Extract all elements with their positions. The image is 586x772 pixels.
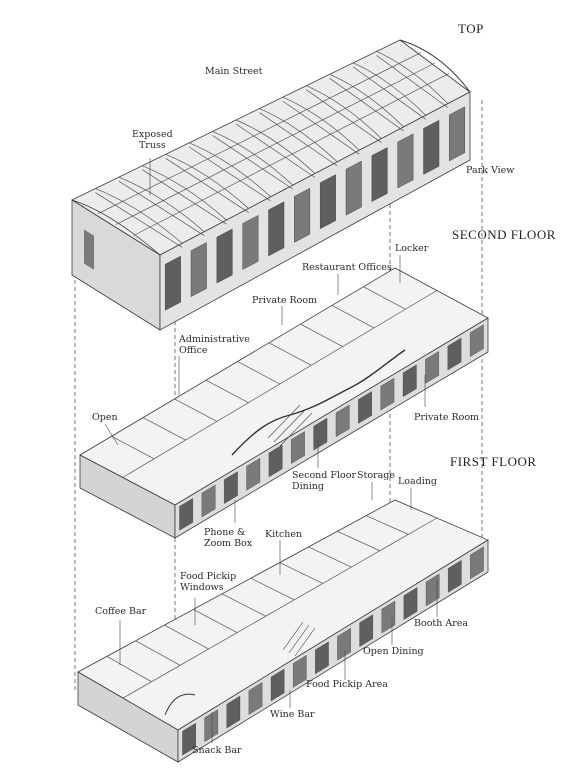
- label-restaurant-offices: Restaurant Offices: [302, 262, 392, 273]
- label-administrative-office: Administrative Office: [179, 334, 250, 356]
- second-floor-block: [79, 267, 489, 539]
- label-storage: Storage: [357, 470, 395, 481]
- top-level-block: [71, 39, 471, 331]
- level-title-first-floor: FIRST FLOOR: [450, 454, 537, 469]
- label-open: Open: [92, 412, 118, 423]
- label-snack-bar: Snack Bar: [192, 745, 242, 756]
- label-exposed-truss: Exposed Truss: [132, 129, 173, 151]
- label-private-room-2: Private Room: [414, 412, 480, 423]
- label-food-pickup-area: Food Pickip Area: [306, 679, 388, 690]
- label-wine-bar: Wine Bar: [270, 709, 315, 720]
- label-main-street: Main Street: [205, 66, 263, 77]
- label-booth-area: Booth Area: [414, 618, 469, 629]
- label-locker: Locker: [395, 243, 429, 254]
- first-floor-block: [77, 499, 489, 763]
- label-loading: Loading: [398, 476, 438, 487]
- level-title-second-floor: SECOND FLOOR: [452, 227, 556, 242]
- label-second-floor-dining: Second Floor Dining: [292, 470, 356, 492]
- label-coffee-bar: Coffee Bar: [95, 606, 147, 617]
- label-open-dining: Open Dining: [363, 646, 424, 657]
- label-park-view: Park View: [466, 165, 515, 176]
- label-private-room: Private Room: [252, 295, 318, 306]
- level-title-top: TOP: [458, 21, 484, 36]
- label-phone-zoom-box: Phone & Zoom Box: [204, 527, 253, 549]
- label-kitchen: Kitchen: [265, 529, 303, 540]
- label-food-pickup-windows: Food Pickip Windows: [180, 571, 237, 593]
- leader-lines: [104, 158, 438, 743]
